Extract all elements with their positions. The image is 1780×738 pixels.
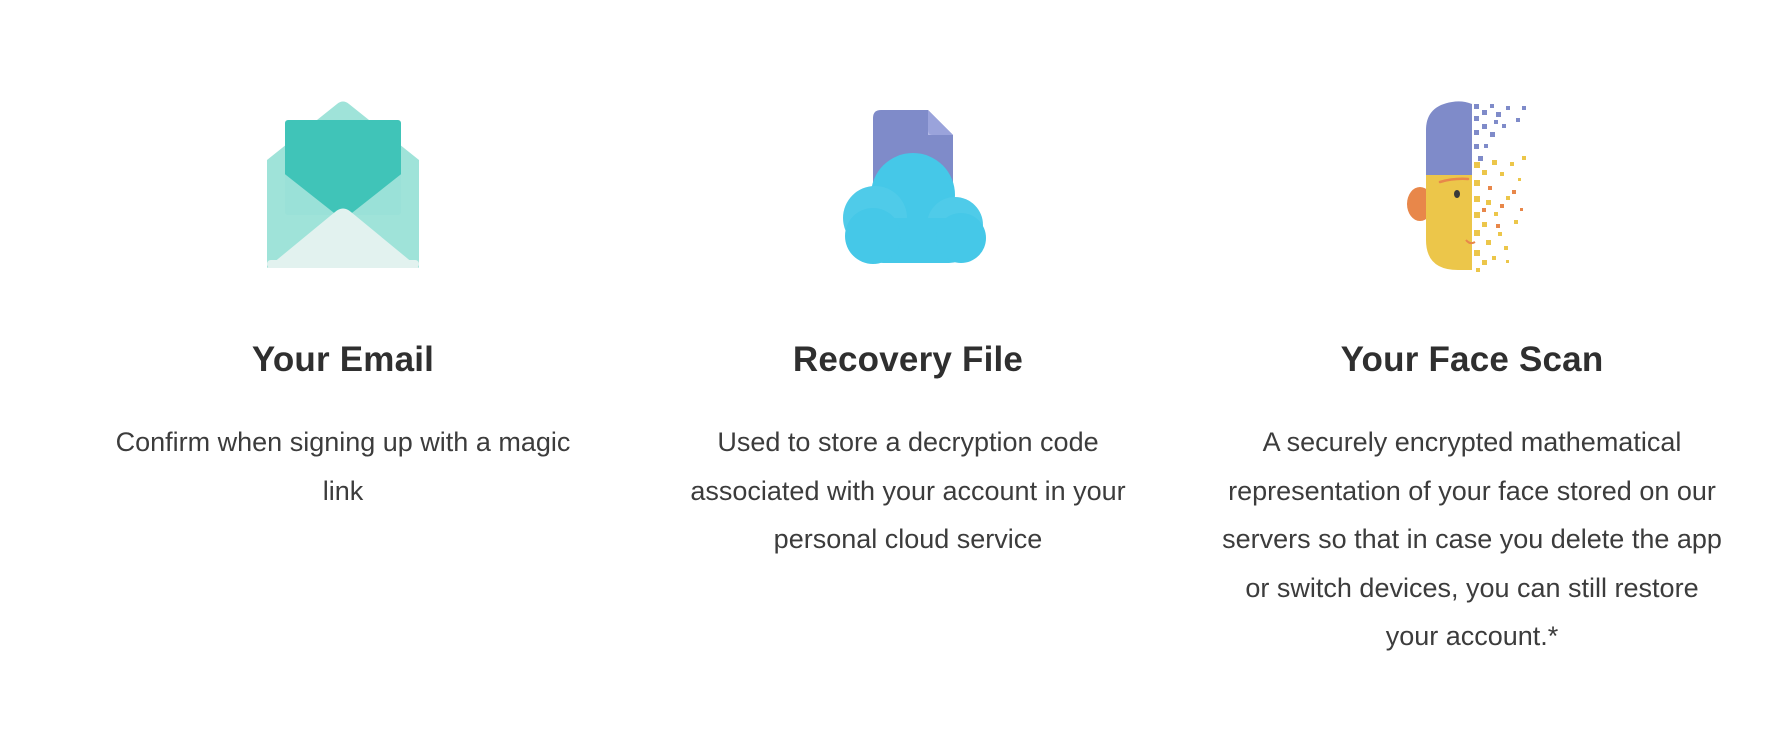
cloud-file-icon: [648, 100, 1168, 275]
open-envelope-icon: [83, 100, 603, 275]
feature-description: A securely encrypted mathematical repres…: [1222, 427, 1722, 651]
feature-title: Recovery File: [792, 340, 1024, 379]
feature-description: Confirm when signing up with a magic lin…: [115, 427, 571, 506]
feature-description: Used to store a decryption code associat…: [690, 427, 1126, 554]
pixelated-face-icon: [1212, 100, 1732, 275]
feature-title: Your Email: [251, 340, 435, 379]
feature-title: Your Face Scan: [1340, 340, 1604, 379]
